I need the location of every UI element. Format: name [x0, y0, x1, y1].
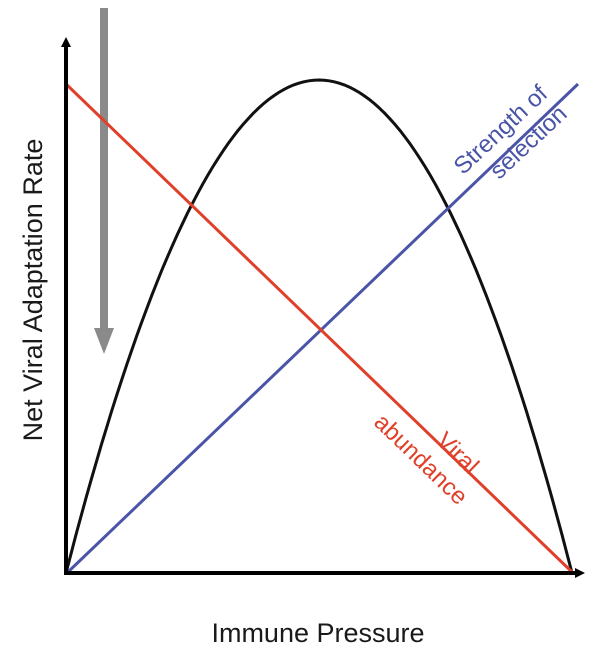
selection-label: Strength of selection	[449, 80, 573, 185]
abundance-label: Viral abundance	[369, 409, 484, 511]
y-axis-label: Net Viral Adaptation Rate	[18, 139, 48, 442]
down-arrow-indicator	[94, 8, 114, 354]
axes	[61, 37, 585, 578]
x-axis-label: Immune Pressure	[211, 618, 424, 648]
down-arrow-head	[94, 328, 114, 354]
selection-line	[66, 82, 580, 574]
abundance-line	[64, 82, 574, 574]
adaptation-curve	[64, 78, 574, 574]
